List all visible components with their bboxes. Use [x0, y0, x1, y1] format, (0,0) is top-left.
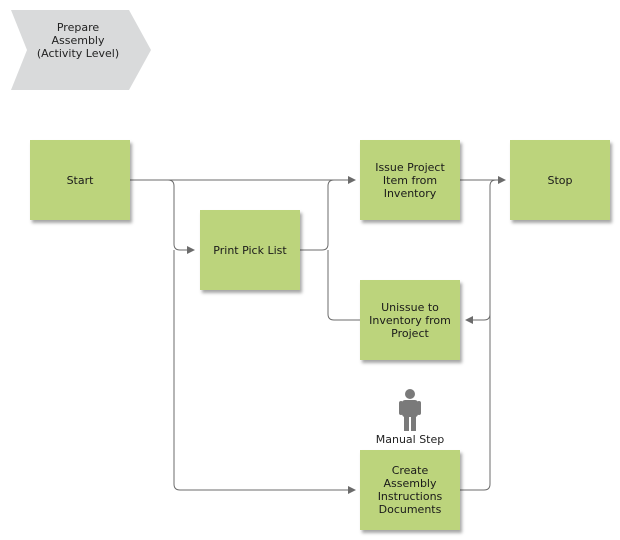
- create-assembly-docs-node[interactable]: Create Assembly Instructions Documents: [360, 450, 460, 530]
- connector-create-to-stop: [460, 179, 497, 491]
- start-node-label: Start: [66, 173, 94, 187]
- process-title-line-1: Prepare: [56, 21, 100, 34]
- issue-label-line-3: Inventory: [383, 186, 437, 200]
- connector-create-to-unissue: [465, 313, 491, 324]
- create-label-line-1: Create: [391, 464, 429, 477]
- create-label-line-2: Assembly: [383, 477, 437, 490]
- issue-label-line-1: Issue Project: [375, 160, 445, 174]
- process-title-line-3: (Activity Level): [36, 47, 120, 60]
- issue-project-item-node[interactable]: Issue Project Item from Inventory: [360, 140, 460, 220]
- issue-label-line-2: Item from: [382, 173, 438, 187]
- print-pick-list-node[interactable]: Print Pick List: [200, 210, 300, 290]
- create-label-line-3: Instructions: [377, 490, 443, 503]
- connector-start-to-print: [167, 179, 195, 254]
- process-header-chevron: [11, 10, 151, 90]
- process-title: Prepare Assembly (Activity Level): [18, 21, 138, 60]
- connector-print-to-unissue: [327, 250, 360, 321]
- stop-node[interactable]: Stop: [510, 140, 610, 220]
- process-title-line-2: Assembly: [51, 34, 105, 47]
- unissue-node[interactable]: Unissue to Inventory from Project: [360, 280, 460, 360]
- unissue-label-line-2: Inventory from: [369, 313, 451, 327]
- start-node[interactable]: Start: [30, 140, 130, 220]
- unissue-label-line-1: Unissue to: [381, 300, 439, 314]
- chevron-shape: [11, 10, 151, 90]
- stop-node-label: Stop: [547, 173, 573, 187]
- connector-start-to-create: [173, 250, 356, 494]
- person-icon: [398, 388, 422, 432]
- unissue-label-line-3: Project: [391, 326, 429, 340]
- connector-print-to-issue: [300, 179, 335, 251]
- manual-step-label: Manual Step: [375, 433, 445, 446]
- print-pick-list-label: Print Pick List: [213, 243, 287, 257]
- create-label-line-4: Documents: [378, 503, 442, 516]
